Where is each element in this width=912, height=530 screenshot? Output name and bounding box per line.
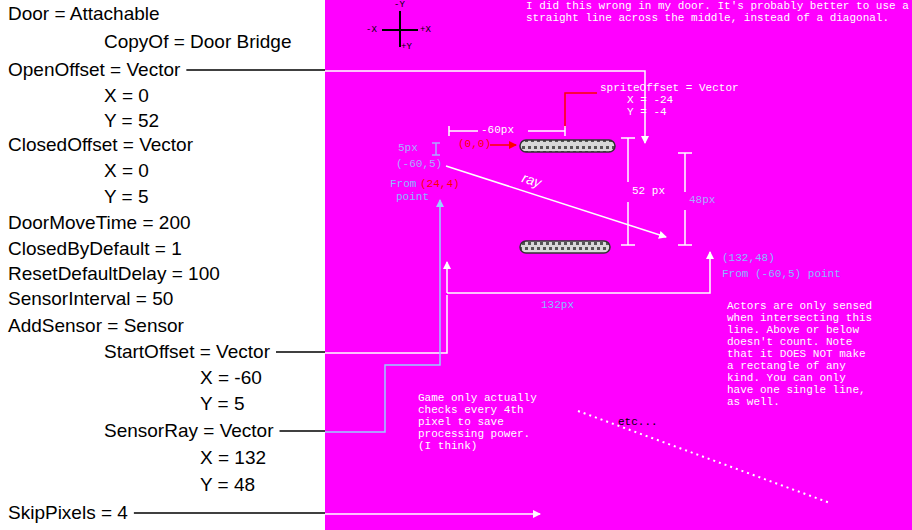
start-offset-leader [325, 295, 447, 353]
config-line: Door = Attachable [8, 3, 160, 25]
axis-label: +X [420, 25, 431, 35]
from-label: From [390, 178, 416, 191]
config-line: ClosedOffset = Vector [8, 134, 193, 156]
leader-line [186, 69, 325, 71]
config-line: OpenOffset = Vector [8, 59, 180, 81]
sprite-offset-leader [565, 93, 597, 128]
origin-arrow [490, 144, 516, 146]
config-line: X = 132 [200, 447, 266, 469]
etc-label: etc... [618, 416, 658, 429]
note: I did this wrong in my door. It's probab… [526, 0, 911, 24]
dimension-label: 48px [689, 194, 715, 207]
leader-line [276, 351, 325, 353]
dimension-label: -60px [481, 124, 514, 137]
sprite-offset: spriteOffset = Vector [600, 82, 739, 95]
ray-label: ray [520, 169, 543, 190]
config-line: SkipPixels = 4 [8, 502, 128, 524]
leader-line [280, 430, 325, 432]
config-line: X = 0 [104, 85, 149, 107]
axis-label: -X [366, 25, 377, 35]
sprite-offset: X = -24 [627, 94, 673, 107]
door-sprite [520, 140, 615, 152]
coordinate-label: (132,48) [722, 252, 775, 265]
axis-cross [382, 11, 418, 47]
door-sprite [520, 241, 610, 253]
config-line: Y = 48 [200, 474, 255, 496]
dimension-label: 132px [541, 299, 574, 312]
dimension-label: 5px [398, 142, 418, 155]
coordinate-label: (-60,5) [396, 158, 442, 171]
sprite-offset: Y = -4 [627, 106, 667, 119]
dimension-132px [447, 252, 710, 293]
leader-line [134, 512, 325, 514]
config-line: CopyOf = Door Bridge [104, 31, 291, 53]
sensor-ray [446, 166, 666, 237]
config-line: ClosedByDefault = 1 [8, 238, 182, 260]
config-line: SensorRay = Vector [104, 420, 274, 442]
origin-label: (0,0) [458, 138, 491, 151]
config-line: AddSensor = Sensor [8, 315, 184, 337]
config-line: Y = 5 [200, 393, 245, 415]
dimension-label: 52 px [632, 185, 665, 198]
config-line: DoorMoveTime = 200 [8, 212, 191, 234]
sampled-line [578, 411, 830, 503]
skip-pixels-leader [325, 513, 540, 515]
config-line: Y = 5 [104, 186, 149, 208]
config-line: StartOffset = Vector [104, 341, 270, 363]
axis-label: -Y [394, 0, 405, 10]
magenta-panel [325, 0, 912, 530]
from-label: (24,4) [420, 178, 460, 191]
open-offset-leader [325, 71, 645, 143]
note: Game only actually checks every 4th pixe… [418, 392, 548, 452]
config-line: X = -60 [200, 367, 262, 389]
dimension-vertical [621, 138, 692, 245]
from-label: From (-60,5) point [722, 268, 841, 281]
config-line: Y = 52 [104, 110, 159, 132]
from-label: point [396, 191, 429, 204]
config-line: SensorInterval = 50 [8, 288, 173, 310]
config-line: X = 0 [104, 160, 149, 182]
axis-label: +Y [401, 42, 412, 52]
tick-mark [432, 143, 440, 155]
config-line: ResetDefaultDelay = 100 [8, 263, 220, 285]
note: Actors are only sensed when intersecting… [727, 300, 877, 408]
